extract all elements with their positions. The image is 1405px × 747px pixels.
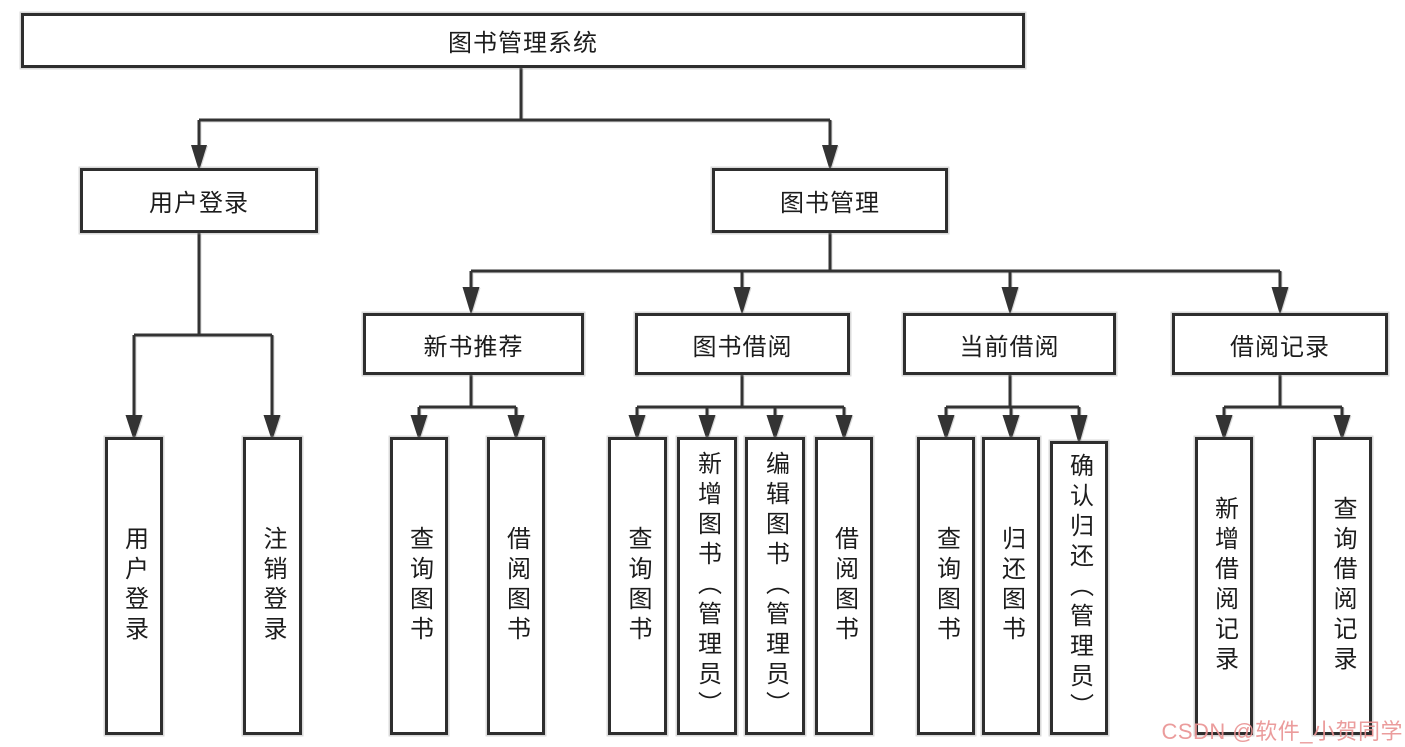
- node-book-management: 图书管理: [712, 168, 948, 233]
- leaf-query-books-current: 查询图书: [917, 437, 975, 735]
- node-book-borrow: 图书借阅: [635, 313, 850, 375]
- leaf-query-books-borrow: 查询图书: [608, 437, 667, 735]
- leaf-query-books-recommend: 查询图书: [390, 437, 448, 735]
- csdn-watermark: CSDN @软件_小贺同学: [1161, 719, 1403, 744]
- leaf-borrow-books: 借阅图书: [815, 437, 873, 735]
- leaf-logout: 注销登录: [243, 437, 302, 735]
- leaf-add-books-admin: 新增图书（管理员）: [677, 437, 737, 735]
- node-library-management-system: 图书管理系统: [21, 13, 1025, 68]
- node-new-book-recommend: 新书推荐: [363, 313, 584, 375]
- leaf-user-login: 用户登录: [105, 437, 163, 735]
- arrowheads: [125, 145, 1351, 445]
- node-current-borrow: 当前借阅: [903, 313, 1116, 375]
- leaf-return-books: 归还图书: [982, 437, 1040, 735]
- leaf-confirm-return-admin: 确认归还（管理员）: [1050, 441, 1108, 735]
- leaf-borrow-books-recommend: 借阅图书: [487, 437, 545, 735]
- leaf-query-borrow-record: 查询借阅记录: [1313, 437, 1372, 735]
- node-borrow-records: 借阅记录: [1172, 313, 1388, 375]
- node-user-login: 用户登录: [80, 168, 318, 233]
- tree-edges: [132, 68, 1344, 434]
- leaf-add-borrow-record: 新增借阅记录: [1195, 437, 1253, 735]
- leaf-edit-books-admin: 编辑图书（管理员）: [745, 437, 805, 735]
